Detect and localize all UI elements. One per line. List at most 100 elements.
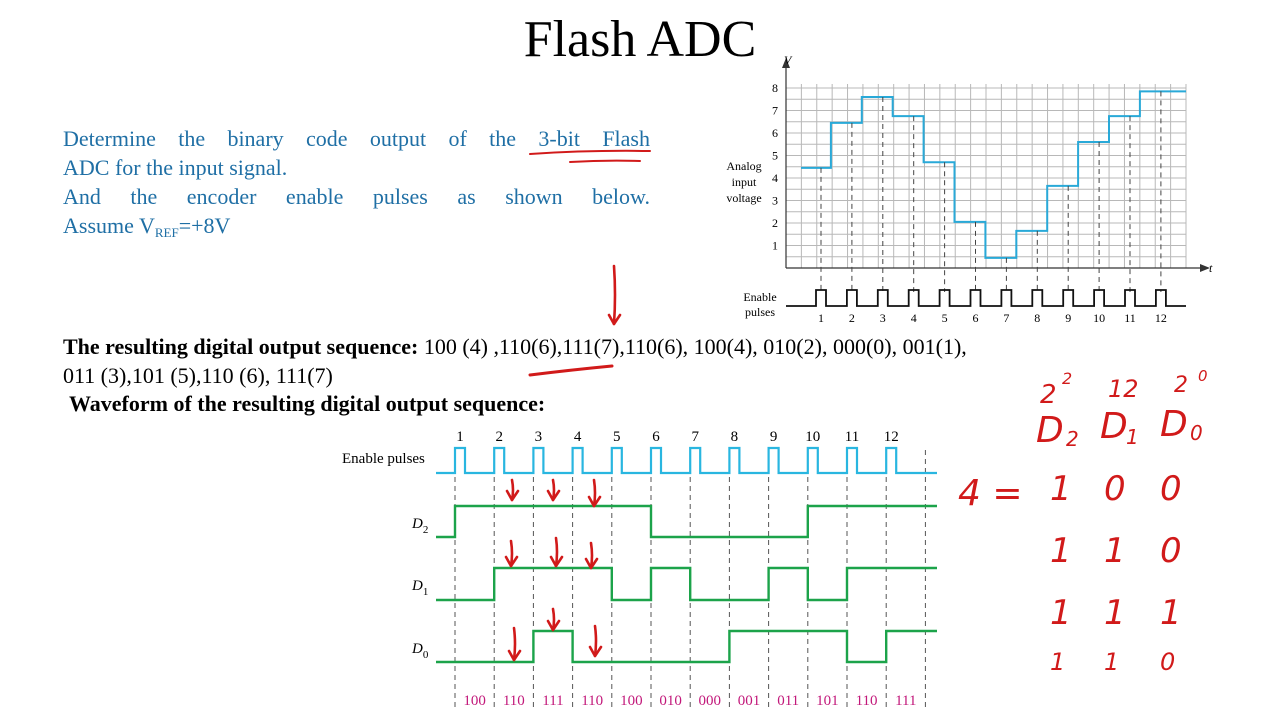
- pulse-number: 1: [456, 429, 464, 445]
- underline-flash: [569, 159, 641, 163]
- header-d0-main: D: [1160, 404, 1188, 445]
- power-0-base: 2: [1174, 373, 1188, 398]
- row-label-d1: D1: [411, 578, 428, 598]
- waveform-d2: [436, 504, 937, 539]
- red-arrow-head: [607, 313, 622, 326]
- x-axis-arrow: [1200, 264, 1210, 272]
- red-arrow-head: [588, 645, 603, 658]
- x-tick-label: 6: [973, 311, 979, 325]
- enable-label: Enable: [743, 290, 776, 304]
- timing-waveforms: [436, 446, 937, 664]
- waveform-d1: [436, 566, 937, 602]
- output-code: 011: [777, 693, 799, 709]
- result-label: The resulting digital output sequence:: [63, 334, 419, 359]
- red-arrow-big: [612, 264, 617, 326]
- bit-row3: 1: [1104, 593, 1126, 633]
- y-tick-label: 7: [772, 104, 778, 118]
- output-code: 111: [542, 693, 563, 709]
- vref-subscript: REF: [154, 225, 179, 240]
- pulse-number: 4: [574, 429, 582, 445]
- annotation-arrows: [504, 149, 651, 662]
- power-2-exp: 2: [1062, 369, 1072, 388]
- enable-pulse-train: [786, 289, 1186, 307]
- red-arrow-shaft: [509, 539, 514, 568]
- red-arrow-head: [549, 555, 564, 568]
- header-d2-sub: 2: [1066, 427, 1079, 451]
- output-code: 100: [620, 693, 643, 709]
- red-arrow-head: [507, 649, 522, 662]
- output-code: 110: [503, 693, 525, 709]
- y-axis-label: input: [732, 175, 757, 189]
- bit-row1: 1: [1050, 469, 1072, 509]
- enable-pulses-label: Enable pulses: [342, 451, 425, 467]
- x-tick-label: 5: [942, 311, 948, 325]
- x-tick-label: 2: [849, 311, 855, 325]
- pulse-number: 7: [691, 429, 699, 445]
- y-axis-label: Analog: [726, 159, 761, 173]
- problem-line-3: And the encoder enable pulses as shown b…: [63, 184, 650, 209]
- red-arrow-head: [504, 555, 519, 568]
- result-sequence-line-1: 100 (4) ,110(6),111(7),110(6), 100(4), 0…: [418, 334, 967, 359]
- pulse-number: 12: [884, 429, 899, 445]
- result-sequence-line-2: 011 (3),101 (5),110 (6), 111(7): [63, 363, 333, 388]
- x-tick-label: 7: [1003, 311, 1009, 325]
- bit-row2: 1: [1104, 531, 1126, 571]
- vref-prefix: Assume V: [63, 213, 155, 238]
- pulse-number: 11: [845, 429, 859, 445]
- pulse-number: 3: [535, 429, 543, 445]
- y-tick-label: 1: [772, 239, 778, 253]
- output-code: 000: [699, 693, 722, 709]
- vref-value: =+8V: [178, 213, 231, 238]
- power-0-exp: 0: [1198, 367, 1208, 385]
- output-code: 010: [659, 693, 682, 709]
- output-code: 001: [738, 693, 761, 709]
- waveform-d0: [436, 629, 937, 664]
- x-axis-symbol: t: [1209, 261, 1213, 275]
- output-code: 111: [895, 693, 916, 709]
- problem-statement: Determine the binary code output of the …: [63, 124, 650, 247]
- y-tick-label: 8: [772, 81, 778, 95]
- y-axis-arrow: [782, 58, 790, 68]
- problem-line-4: Assume VREF=+8V: [63, 211, 650, 247]
- problem-line-2: ADC for the input signal.: [63, 155, 288, 180]
- red-arrow-shaft: [589, 541, 594, 570]
- chart-axes: [782, 58, 1210, 272]
- red-arrow-shaft: [593, 624, 598, 658]
- enable-label: pulses: [745, 305, 775, 319]
- red-arrow-shaft: [592, 478, 597, 508]
- underline-3bit: [529, 149, 651, 155]
- output-code: 100: [463, 693, 486, 709]
- pulse-number: 8: [731, 429, 739, 445]
- x-tick-label: 12: [1155, 311, 1167, 325]
- red-arrow-shaft: [512, 626, 517, 662]
- y-axis-symbol: V: [784, 53, 793, 67]
- red-arrow-head: [546, 489, 561, 502]
- y-tick-label: 5: [772, 149, 778, 163]
- red-arrow-head: [546, 619, 561, 632]
- enable-pulse-waveform: [436, 446, 937, 475]
- chart-signal: [801, 90, 1186, 292]
- bit-row3: 1: [1160, 593, 1182, 633]
- row-label-d2: D2: [411, 516, 428, 536]
- row-label-d0: D0: [411, 641, 429, 661]
- header-d1-main: D: [1100, 406, 1128, 447]
- output-code: 101: [816, 693, 839, 709]
- red-arrow-shaft: [554, 536, 559, 568]
- power-2-base: 2: [1040, 380, 1057, 410]
- x-tick-label: 1: [818, 311, 824, 325]
- pulse-number: 6: [652, 429, 660, 445]
- y-tick-label: 6: [772, 126, 778, 140]
- x-tick-label: 3: [880, 311, 886, 325]
- header-d1-sub: 1: [1126, 425, 1139, 449]
- x-tick-label: 4: [911, 311, 917, 325]
- x-tick-label: 9: [1065, 311, 1071, 325]
- output-code: 110: [581, 693, 603, 709]
